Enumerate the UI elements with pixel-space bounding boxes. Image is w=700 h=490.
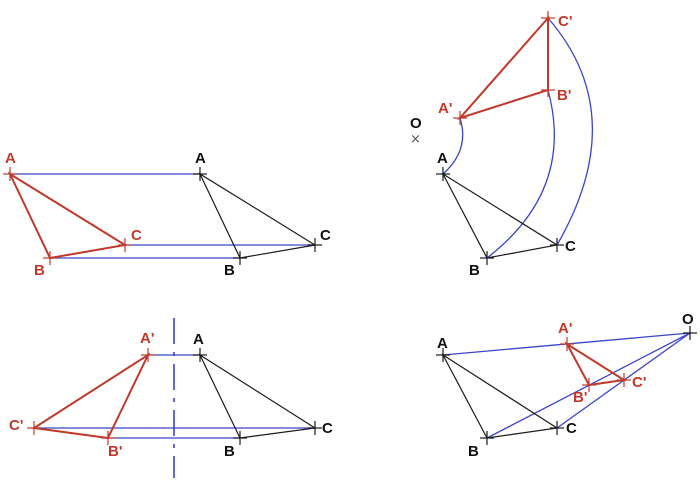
panel-reflection: A B C A' B' C' [9,318,333,478]
homothety-label-c-image: C' [632,374,646,391]
panel-translation: A B C A B C [3,150,331,279]
rotation-original-triangle [441,172,559,259]
rotation-label-a: A [437,150,448,167]
reflection-original-triangle [198,353,317,439]
homothety-image-triangle [564,341,627,387]
reflection-label-a: A [193,331,204,348]
reflection-label-b-image: B' [108,443,122,460]
homothety-label-a: A [437,335,448,352]
reflection-original-marks [193,348,322,445]
homothety-label-o: O [682,311,694,328]
homothety-label-b-image: B' [573,389,587,406]
rotation-arc-a [442,117,464,175]
rotation-arc-c [547,17,594,246]
reflection-label-c: C [322,420,333,437]
translation-label-a: A [195,150,206,167]
translation-image-marks [3,167,132,265]
translation-image-triangle [7,171,128,260]
rotation-image-marks [453,11,555,125]
rotation-label-b-image: B' [557,87,571,104]
rotation-arc-b [486,89,555,259]
reflection-label-c-image: C' [9,417,23,434]
reflection-label-b: B [224,443,235,460]
rotation-image-triangle [456,15,549,121]
reflection-image-triangle [31,352,151,440]
rotation-label-o: O [410,115,422,132]
homothety-image-marks [560,337,631,392]
translation-label-c-image: C [131,227,142,244]
reflection-image-marks [27,348,155,445]
reflection-label-a-image: A' [140,330,154,347]
homothety-label-a-image: A' [558,320,572,337]
homothety-label-c: C [566,420,577,437]
translation-label-b: B [224,262,235,279]
rotation-label-c: C [565,238,576,255]
rotation-center-mark: × [410,132,421,147]
translation-original-triangle [198,172,317,259]
homothety-original-marks [436,326,697,445]
translation-label-b-image: B [34,262,45,279]
translation-label-a-image: A [5,150,16,167]
rotation-label-c-image: C' [558,13,572,30]
rotation-label-a-image: A' [438,100,452,117]
rotation-label-b: B [469,262,480,279]
homothety-label-b: B [468,443,479,460]
rotation-original-marks [436,167,564,265]
panel-rotation: O × A B C A' B' C' [410,11,594,279]
translation-original-marks [193,167,322,265]
panel-homothety: O A B C A' B' C' [436,311,697,460]
homothety-original-triangle [441,353,559,439]
translation-label-c: C [320,227,331,244]
